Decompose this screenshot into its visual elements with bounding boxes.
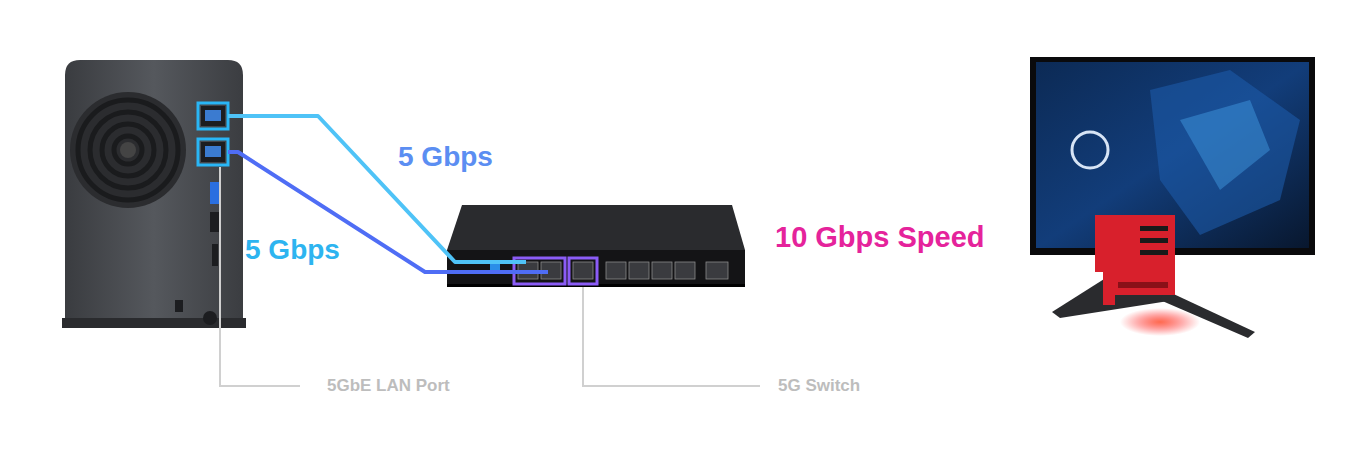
speed-label: 10 Gbps Speed: [775, 222, 985, 254]
card-connector: [1118, 282, 1168, 288]
network-card: [1095, 215, 1175, 305]
usb-port: [210, 212, 220, 232]
fan-grille: [78, 100, 178, 200]
network-switch: [447, 205, 745, 287]
lan-port-light: [205, 146, 221, 157]
nas-base: [62, 318, 246, 328]
card-slot: [1140, 226, 1168, 231]
port-highlight: [198, 103, 228, 129]
nas-device: [62, 60, 246, 328]
monitor: [1030, 57, 1315, 338]
screen-figure: [1180, 100, 1270, 190]
cable: [585, 269, 1110, 273]
screen-figure: [1150, 70, 1300, 235]
leader-line: [583, 287, 760, 386]
cable: [228, 152, 548, 272]
screen-logo: [1072, 132, 1108, 168]
callout-label: 5GbE LAN Port: [327, 377, 450, 396]
leader-line: [220, 167, 300, 386]
monitor-stand: [1160, 290, 1255, 338]
glow: [1120, 308, 1200, 336]
card-slot: [1140, 250, 1168, 255]
nas-fan: [70, 92, 186, 208]
speed-label: 5 Gbps: [245, 235, 340, 266]
lan-port: [201, 142, 225, 162]
switch-front: [447, 250, 745, 287]
lan-port: [201, 106, 225, 126]
power-jack: [203, 311, 217, 325]
lock-slot: [175, 300, 183, 312]
nas-housing: [65, 60, 243, 322]
callout-label: 5G Switch: [778, 377, 860, 396]
card-slot: [1140, 238, 1168, 243]
fan-hub: [120, 142, 136, 158]
speed-label: 5 Gbps: [398, 142, 493, 173]
port-highlight: [198, 139, 228, 165]
lan-port-light: [205, 110, 221, 121]
switch-top: [447, 205, 745, 250]
usb-port: [210, 182, 220, 204]
slot: [212, 244, 218, 266]
